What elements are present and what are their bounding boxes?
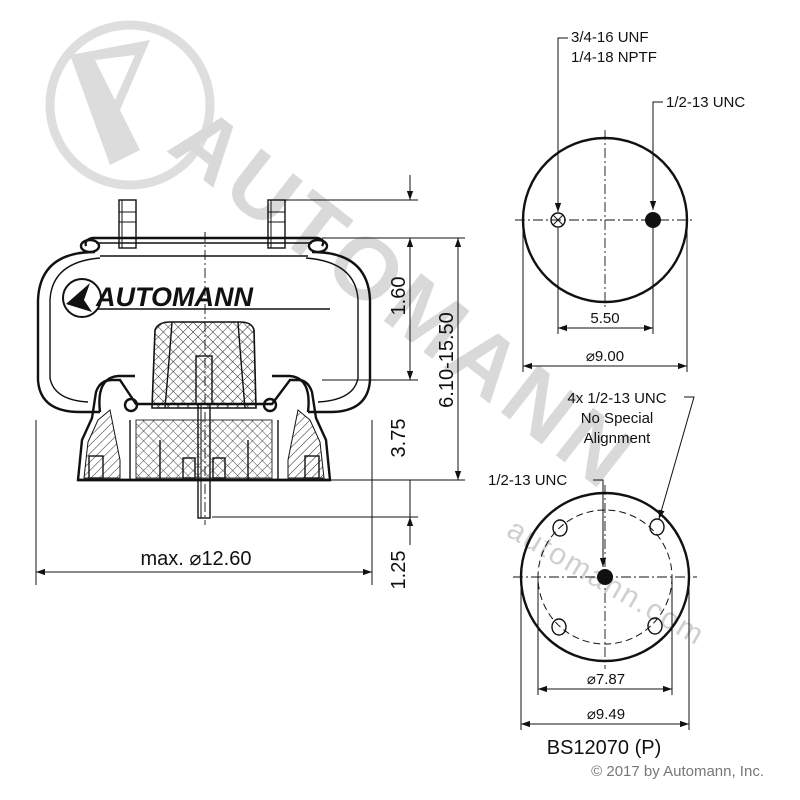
dim-bottom-stud-length: 1.25 bbox=[388, 551, 410, 590]
top-stud-hole bbox=[645, 212, 661, 228]
callout-bolt-pattern-line1: 4x 1/2-13 UNC bbox=[567, 390, 666, 407]
side-logo-icon bbox=[62, 278, 102, 318]
dim-stud-spacing: 5.50 bbox=[590, 310, 619, 327]
piston-body bbox=[76, 378, 332, 482]
callout-center-stud: 1/2-13 UNC bbox=[488, 472, 567, 489]
callout-air-fitting-line1: 3/4-16 UNF bbox=[571, 29, 649, 46]
dim-plate-diameter: ⌀9.00 bbox=[586, 348, 624, 365]
bolt-hole bbox=[649, 518, 665, 536]
part-number: BS12070 (P) bbox=[547, 737, 662, 759]
upper-stud-right bbox=[267, 199, 286, 249]
callout-bolt-pattern-line2: No Special bbox=[581, 410, 654, 427]
watermark-logo-icon bbox=[45, 20, 215, 190]
callout-top-stud: 1/2-13 UNC bbox=[666, 94, 745, 111]
copyright: © 2017 by Automann, Inc. bbox=[591, 763, 764, 780]
bolt-hole bbox=[552, 519, 568, 537]
dim-piston-height: 3.75 bbox=[388, 419, 410, 458]
top-view: 3/4-16 UNF 1/4-18 NPTF 1/2-13 UNC 5.50 ⌀… bbox=[515, 29, 745, 372]
dim-max-diameter: max. ⌀12.60 bbox=[141, 548, 252, 570]
dim-bolt-circle: ⌀7.87 bbox=[587, 671, 625, 688]
bottom-view: 4x 1/2-13 UNC No Special Alignment 1/2-1… bbox=[488, 390, 697, 730]
dim-height-range: 6.10-15.50 bbox=[436, 312, 458, 408]
callout-bolt-pattern-line3: Alignment bbox=[584, 430, 652, 447]
bumper bbox=[151, 321, 257, 409]
upper-stud-left bbox=[118, 199, 137, 249]
crimp-left bbox=[79, 238, 101, 254]
bolt-hole bbox=[647, 617, 663, 635]
bottom-center-stud bbox=[597, 569, 613, 585]
bolt-hole bbox=[551, 618, 567, 636]
lower-center-stud bbox=[195, 355, 213, 519]
side-logo: AUTOMANN bbox=[62, 278, 330, 318]
callout-air-fitting-line2: 1/4-18 NPTF bbox=[571, 49, 657, 66]
air-fitting-icon bbox=[550, 212, 566, 228]
dim-base-diameter: ⌀9.49 bbox=[587, 706, 625, 723]
side-logo-text: AUTOMANN bbox=[95, 282, 253, 312]
side-view: AUTOMANN bbox=[35, 175, 465, 590]
dim-top-stud-height: 1.60 bbox=[388, 277, 410, 316]
bellows-outline bbox=[36, 250, 372, 414]
